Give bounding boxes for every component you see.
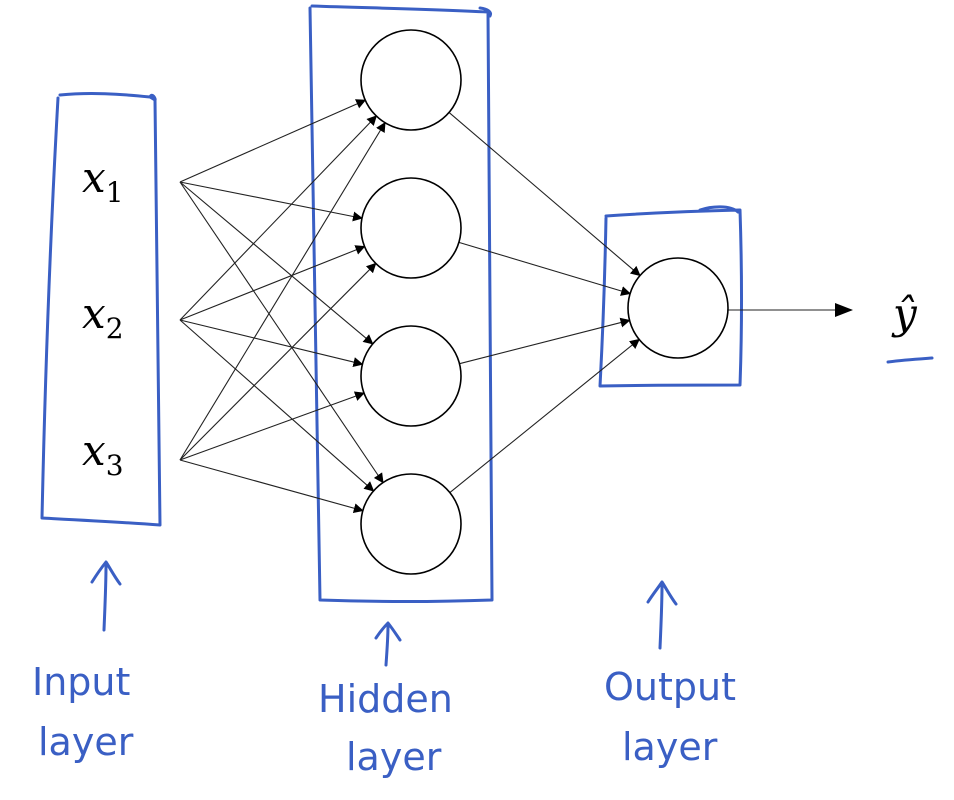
svg-text:x3: x3	[82, 426, 124, 482]
input-label-3: x3	[82, 426, 124, 482]
edge-hidden4-output	[449, 338, 640, 493]
edge-input1-hidden3	[179, 181, 374, 345]
output-layer-label-line1: Output	[604, 665, 736, 709]
edge-input3-hidden1	[179, 121, 386, 461]
hidden-output-connections	[448, 112, 641, 493]
input-layer-label-line1: Input	[32, 660, 130, 704]
output-up-arrow	[646, 580, 678, 650]
edge-hidden3-output	[459, 317, 631, 365]
edge-input1-hidden1	[179, 99, 367, 183]
output-symbol: ŷ	[891, 289, 918, 338]
edge-hidden1-output	[448, 112, 641, 277]
input-layer-box	[40, 92, 162, 527]
output-layer-nodes	[627, 257, 729, 359]
svg-text:x2: x2	[82, 289, 124, 345]
output-underline	[886, 356, 934, 364]
hidden-node-3	[360, 325, 462, 427]
input-hidden-connections	[179, 99, 386, 514]
output-layer-box	[598, 205, 743, 388]
edge-input3-hidden2	[179, 262, 377, 461]
hidden-layer-label-line2: layer	[346, 735, 442, 779]
edge-input1-hidden2	[179, 181, 363, 222]
input-label-2: x2	[82, 289, 124, 345]
input-up-arrow	[90, 560, 122, 632]
hidden-layer-nodes	[360, 29, 462, 575]
edge-input1-hidden4	[179, 181, 384, 484]
input-layer-label-line2: layer	[38, 720, 134, 764]
hidden-layer-label-line1: Hidden	[318, 677, 453, 721]
hidden-layer-box	[308, 4, 494, 603]
edge-input2-hidden3	[179, 319, 364, 367]
output-layer-label-line2: layer	[622, 725, 718, 769]
hidden-node-1	[360, 29, 462, 131]
edge-input3-hidden3	[179, 391, 365, 461]
edge-input2-hidden2	[179, 245, 366, 321]
hidden-up-arrow	[374, 621, 402, 667]
svg-text:x1: x1	[82, 153, 124, 209]
edge-hidden2-output	[458, 241, 632, 296]
edge-input2-hidden1	[179, 115, 378, 321]
hidden-node-2	[360, 177, 462, 279]
hidden-node-4	[360, 473, 462, 575]
edge-input2-hidden4	[179, 319, 375, 492]
edge-input3-hidden4	[179, 459, 364, 514]
input-label-1: x1	[82, 153, 124, 209]
output-node-1	[627, 257, 729, 359]
